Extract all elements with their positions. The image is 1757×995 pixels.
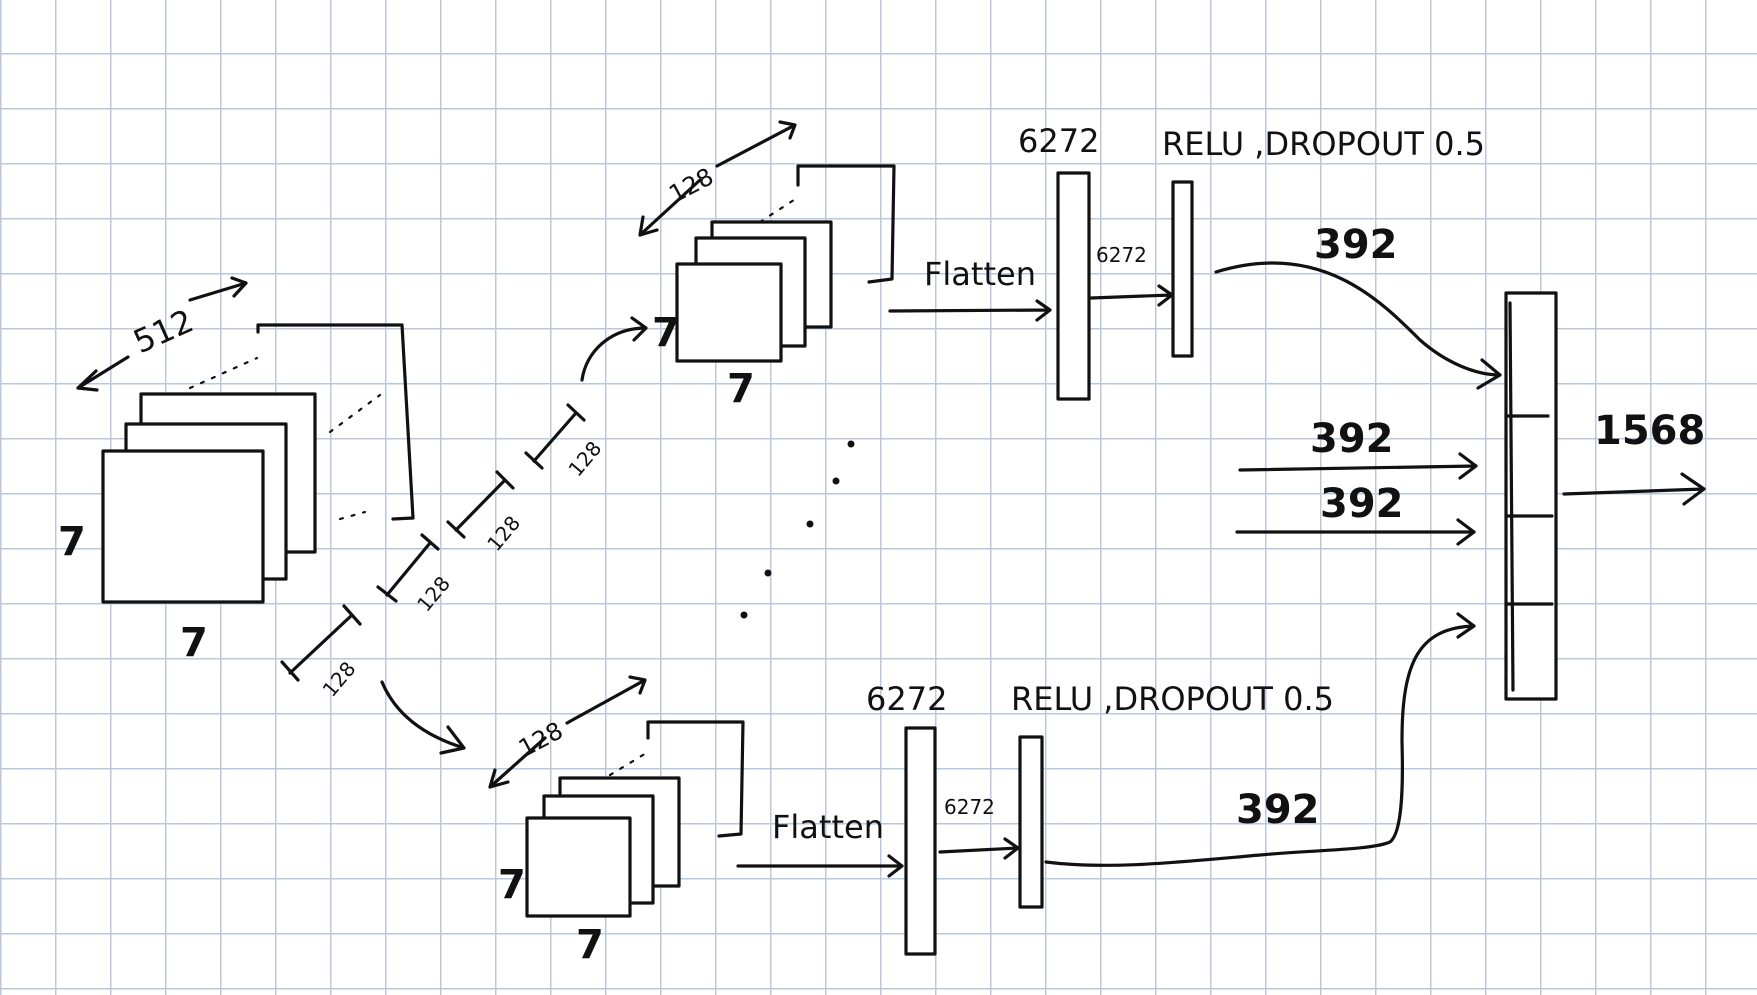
top-depth-arrow bbox=[638, 120, 797, 237]
input-slice-1 bbox=[101, 449, 265, 604]
to-top-branch-arrow bbox=[580, 316, 648, 382]
concat-layer: 1568 bbox=[1504, 291, 1706, 701]
bottom-fc2-label: RELU ,DROPOUT 0.5 bbox=[1011, 680, 1334, 718]
middle-input-label-1: 392 bbox=[1310, 416, 1394, 462]
top-height-label: 7 bbox=[652, 310, 680, 356]
bottom-height-label: 7 bbox=[498, 862, 526, 908]
top-out-label: 392 bbox=[1314, 222, 1398, 268]
split-segment-1 bbox=[280, 604, 362, 682]
bottom-depth-label: 128 bbox=[514, 716, 568, 762]
bottom-fc1-layer bbox=[904, 726, 937, 956]
top-flatten-label: Flatten bbox=[924, 255, 1036, 293]
input-back-slice bbox=[256, 323, 415, 521]
top-depth-label: 128 bbox=[664, 162, 718, 208]
concat-out-arrow bbox=[1562, 472, 1706, 506]
bottom-slice-1 bbox=[525, 816, 632, 918]
split-label-3: 128 bbox=[482, 511, 525, 556]
top-fc1-layer bbox=[1056, 171, 1091, 401]
input-feature-block: 512 7 7 bbox=[58, 276, 415, 666]
bottom-depth-arrow bbox=[488, 675, 647, 789]
top-fc1-out-label: 6272 bbox=[1096, 243, 1147, 267]
middle-input-arrow-2 bbox=[1235, 518, 1476, 546]
input-width-label: 7 bbox=[180, 620, 208, 666]
concat-thick-edge bbox=[1508, 301, 1515, 692]
input-depth-arrow bbox=[76, 276, 248, 392]
top-fc2-label: RELU ,DROPOUT 0.5 bbox=[1162, 125, 1485, 163]
middle-inputs: 392 392 bbox=[1235, 416, 1478, 546]
top-branch: 128 7 7 Flatten 6272 6272 RELU ,DROPOUT … bbox=[638, 120, 1502, 412]
top-flatten-arrow bbox=[888, 299, 1052, 322]
bottom-fc1-out-label: 6272 bbox=[944, 795, 995, 819]
bottom-fc-connector-arrow bbox=[938, 837, 1020, 860]
top-out-arrow bbox=[1214, 261, 1502, 390]
top-fc-connector-arrow bbox=[1089, 284, 1174, 307]
top-fc2-layer bbox=[1171, 180, 1194, 358]
bottom-branch: 128 7 7 Flatten 6272 6272 RELU ,DROPOUT … bbox=[488, 612, 1476, 968]
bottom-width-label: 7 bbox=[576, 922, 604, 968]
split-label-4: 128 bbox=[563, 436, 606, 481]
split-segment-3 bbox=[446, 470, 515, 539]
bottom-out-arrow bbox=[1044, 612, 1476, 867]
bottom-flatten-label: Flatten bbox=[772, 808, 884, 846]
bottom-flatten-arrow bbox=[736, 854, 904, 878]
bottom-fc1-label: 6272 bbox=[866, 680, 947, 718]
ellipsis-dots bbox=[740, 440, 855, 619]
top-fc1-label: 6272 bbox=[1018, 122, 1099, 160]
top-slice-1 bbox=[675, 262, 783, 363]
to-bottom-branch-arrow bbox=[380, 680, 466, 755]
input-depth-label: 512 bbox=[128, 302, 199, 362]
top-width-label: 7 bbox=[727, 366, 755, 412]
concat-out-label: 1568 bbox=[1594, 408, 1705, 454]
top-back-slice bbox=[796, 164, 896, 284]
split-label-1: 128 bbox=[318, 657, 361, 702]
concat-bar bbox=[1504, 291, 1558, 701]
split-label-2: 128 bbox=[412, 572, 455, 617]
middle-input-label-2: 392 bbox=[1320, 481, 1404, 527]
middle-input-arrow-1 bbox=[1238, 452, 1478, 480]
bottom-out-label: 392 bbox=[1236, 787, 1320, 833]
bottom-fc2-layer bbox=[1018, 735, 1044, 909]
split-segment-2 bbox=[376, 533, 440, 603]
input-height-label: 7 bbox=[58, 519, 86, 565]
split-segment-4 bbox=[524, 403, 586, 470]
split-segments: 128 128 128 128 bbox=[280, 403, 606, 702]
bottom-back-slice bbox=[646, 720, 745, 838]
